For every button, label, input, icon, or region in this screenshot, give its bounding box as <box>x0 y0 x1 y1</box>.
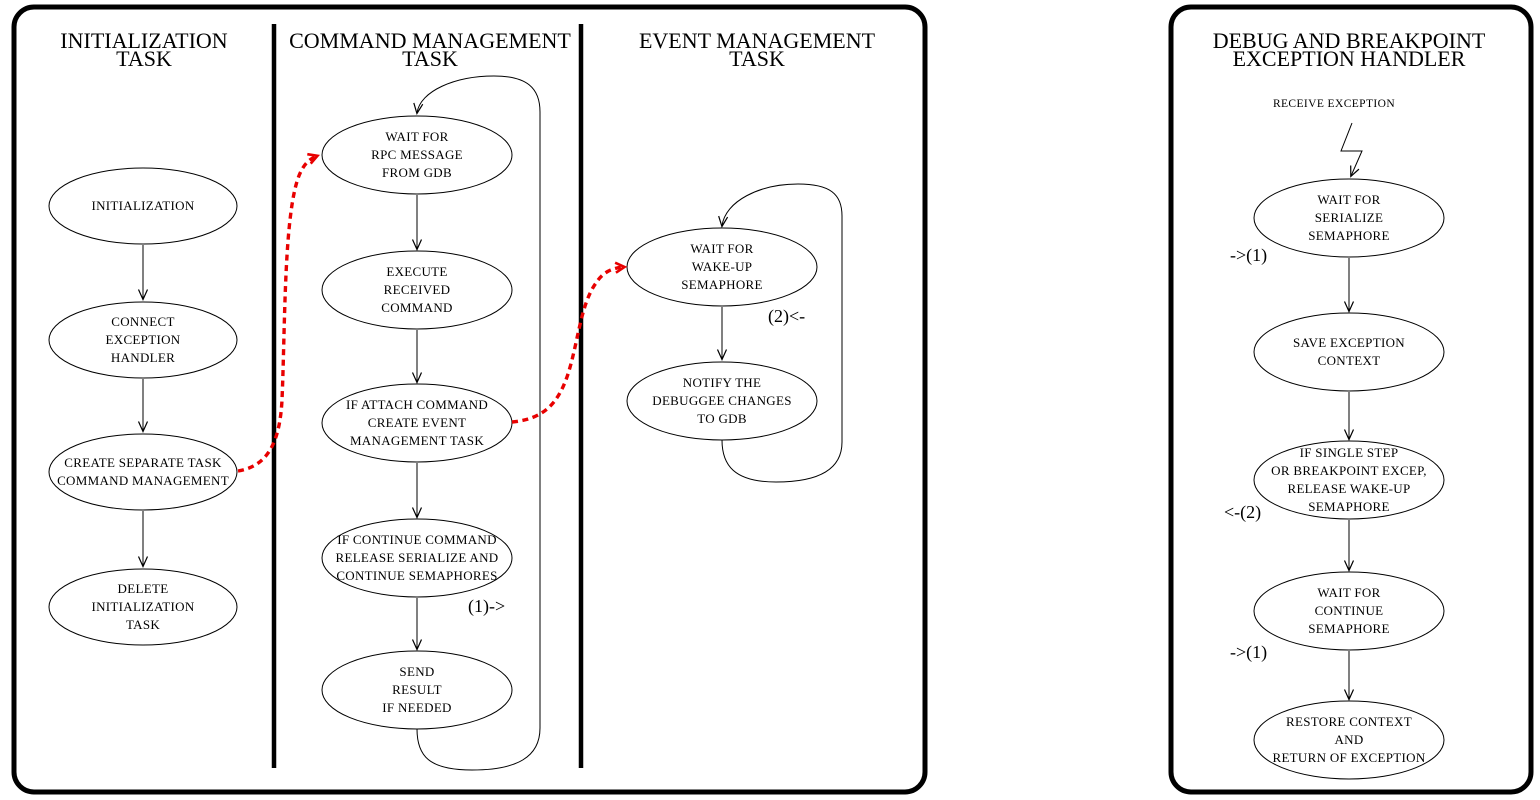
node-label: SEMAPHORE <box>1308 228 1389 243</box>
tasks-panel-border <box>11 4 928 795</box>
node-label: IF CONTINUE COMMAND <box>337 532 497 547</box>
node-label: IF SINGLE STEP <box>1300 445 1399 460</box>
node-label: RELEASE SERIALIZE AND <box>335 550 498 565</box>
node-label: EXECUTE <box>386 264 447 279</box>
node-label: INITIALIZATION <box>91 599 194 614</box>
node-connect-exception-handler <box>48 301 238 379</box>
semaphore-label-release-1: (1)-> <box>468 596 505 617</box>
node-delete-initialization-task <box>48 568 238 646</box>
node-label: DELETE <box>118 581 169 596</box>
node-execute-received-command <box>321 250 513 330</box>
node-label: WAIT FOR <box>385 129 448 144</box>
semaphore-label-wakeup-blue: <-(2) <box>1224 502 1261 523</box>
node-if-continue-command <box>321 518 513 598</box>
command-management-task-column: WAIT FOR RPC MESSAGE FROM GDB EXECUTE RE… <box>321 75 541 771</box>
exception-handler-panel-border <box>1168 4 1534 795</box>
node-label: SERIALIZE <box>1315 210 1383 225</box>
title-line: TASK <box>402 46 458 71</box>
semaphore-label-continue-green: ->(1) <box>1230 642 1267 663</box>
title-line: EXCEPTION HANDLER <box>1233 46 1466 71</box>
node-label: MANAGEMENT TASK <box>350 433 484 448</box>
node-label: TASK <box>126 617 160 632</box>
node-label: IF ATTACH COMMAND <box>346 397 488 412</box>
node-label: CONTINUE SEMAPHORES <box>336 568 497 583</box>
title-line: TASK <box>116 46 172 71</box>
node-notify-debuggee-changes <box>626 361 818 441</box>
node-label: CONTEXT <box>1318 353 1381 368</box>
node-label: RESULT <box>392 682 442 697</box>
node-label: DEBUGGEE CHANGES <box>652 393 792 408</box>
loop-command-task <box>413 75 541 771</box>
node-label: WAIT FOR <box>1317 192 1380 207</box>
node-label: EXCEPTION <box>106 332 181 347</box>
node-label: FROM GDB <box>382 165 452 180</box>
node-label: SEMAPHORE <box>1308 621 1389 636</box>
title-line: EVENT MANAGEMENT <box>639 28 876 53</box>
node-if-attach-command <box>321 383 513 463</box>
column-title-command-management-task: COMMAND MANAGEMENT TASK <box>289 28 571 71</box>
node-label: RPC MESSAGE <box>371 147 463 162</box>
node-label: AND <box>1334 732 1363 747</box>
semaphore-label-wait-2: (2)<- <box>768 306 805 327</box>
node-label: WAIT FOR <box>1317 585 1380 600</box>
node-initialization <box>48 167 238 245</box>
node-label: SEMAPHORE <box>1308 499 1389 514</box>
node-wait-continue-semaphore <box>1253 571 1445 651</box>
node-wait-rpc-message <box>321 115 513 195</box>
debug-exception-handler-panel: RECEIVE EXCEPTION WAIT FOR SERIALIZE SEM… <box>1224 98 1445 780</box>
node-save-exception-context <box>1253 312 1445 392</box>
node-label: RECEIVED <box>384 282 451 297</box>
node-label: IF NEEDED <box>382 700 452 715</box>
node-label: WAIT FOR <box>690 241 753 256</box>
title-line: COMMAND MANAGEMENT <box>289 28 571 53</box>
event-management-task-column: WAIT FOR WAKE-UP SEMAPHORE (2)<- NOTIFY … <box>626 183 843 483</box>
node-wait-serialize-semaphore <box>1253 178 1445 258</box>
node-create-separate-task <box>48 433 238 511</box>
column-title-initialization-task: INITIALIZATION TASK <box>60 28 227 71</box>
task-creation-arrow-init-to-command <box>237 152 320 473</box>
node-label: OR BREAKPOINT EXCEP, <box>1271 463 1427 478</box>
loop-event-task <box>718 183 843 483</box>
node-label: RELEASE WAKE-UP <box>1287 481 1410 496</box>
title-line: DEBUG AND BREAKPOINT <box>1213 28 1486 53</box>
node-label: RETURN OF EXCEPTION <box>1272 750 1425 765</box>
receive-exception-label: RECEIVE EXCEPTION <box>1273 98 1395 110</box>
node-label: COMMAND MANAGEMENT <box>57 473 229 488</box>
node-label: CREATE EVENT <box>368 415 467 430</box>
node-label: COMMAND <box>381 300 452 315</box>
title-line: TASK <box>729 46 785 71</box>
node-label: WAKE-UP <box>692 259 753 274</box>
node-label: CONTINUE <box>1315 603 1384 618</box>
node-label: RESTORE CONTEXT <box>1286 714 1412 729</box>
title-line: INITIALIZATION <box>60 28 227 53</box>
node-label: CONNECT <box>111 314 175 329</box>
node-label: INITIALIZATION <box>91 198 194 213</box>
node-label: TO GDB <box>697 411 747 426</box>
node-label: SAVE EXCEPTION <box>1293 335 1405 350</box>
initialization-task-column: INITIALIZATION CONNECT EXCEPTION HANDLER… <box>48 167 238 646</box>
node-label: CREATE SEPARATE TASK <box>64 455 222 470</box>
node-label: SEMAPHORE <box>681 277 762 292</box>
node-restore-context-return <box>1253 700 1445 780</box>
task-creation-arrow-command-to-event <box>511 261 628 424</box>
lightning-bolt-icon <box>1340 122 1363 178</box>
node-label: HANDLER <box>111 350 175 365</box>
node-send-result <box>321 650 513 730</box>
column-title-event-management-task: EVENT MANAGEMENT TASK <box>639 28 876 71</box>
node-if-single-step-release-wakeup <box>1253 440 1445 520</box>
panel-title-debug-breakpoint-exception-handler: DEBUG AND BREAKPOINT EXCEPTION HANDLER <box>1213 28 1486 71</box>
node-label: NOTIFY THE <box>683 375 761 390</box>
node-label: SEND <box>399 664 434 679</box>
semaphore-label-serialize-green: ->(1) <box>1230 245 1267 266</box>
